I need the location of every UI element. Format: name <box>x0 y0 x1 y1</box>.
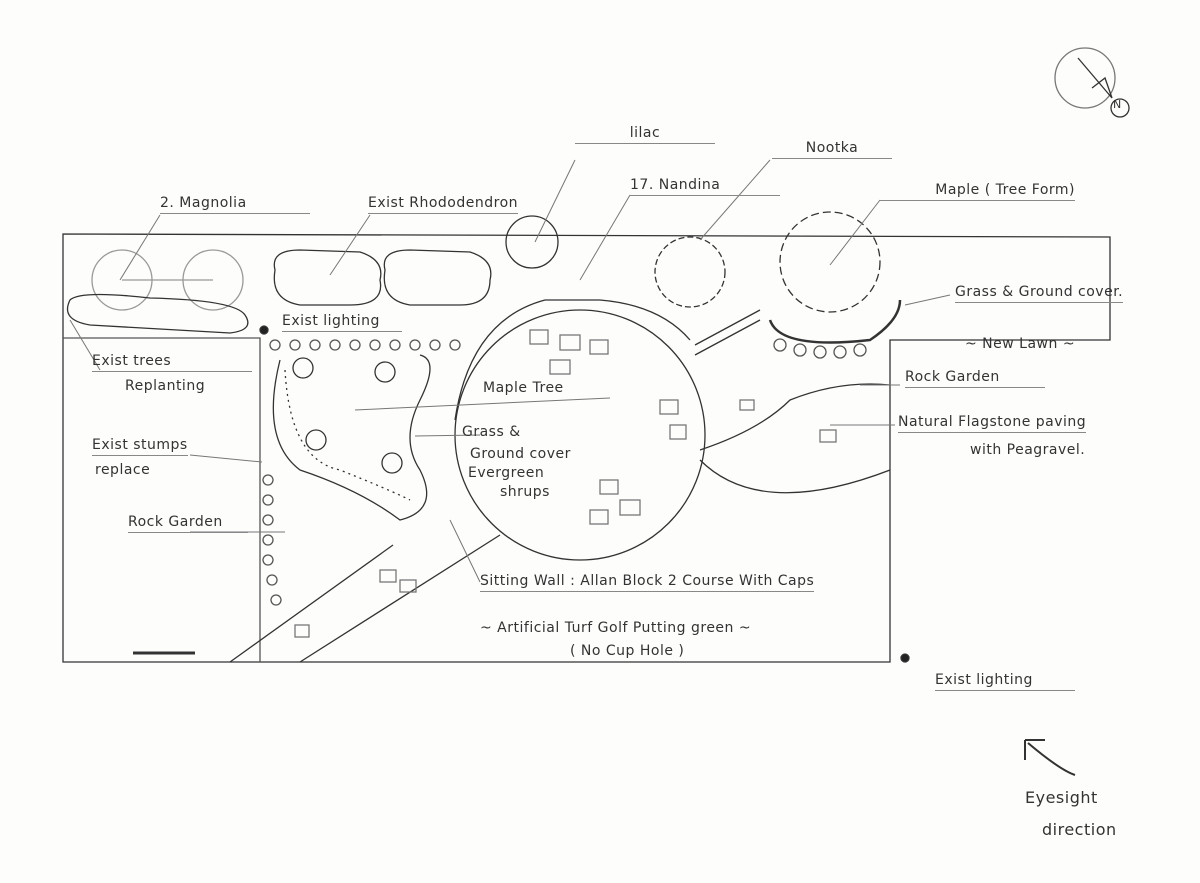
label-sitting-wall: Sitting Wall : Allan Block 2 Course With… <box>480 573 815 592</box>
label-eyesight-line1: Eyesight <box>1025 788 1098 807</box>
label-nandina: 17. Nandina <box>630 177 780 196</box>
label-turf-line2: ( No Cup Hole ) <box>570 643 685 659</box>
label-maple-tree: Maple Tree <box>483 380 564 396</box>
compass-label: N <box>1113 98 1122 111</box>
label-grass-line2: Ground cover <box>470 446 571 462</box>
label-magnolia: 2. Magnolia <box>160 195 310 214</box>
label-exist-lighting-top: Exist lighting <box>282 313 402 332</box>
label-rock-garden-right: Rock Garden <box>905 369 1045 388</box>
property-boundary <box>62 233 1111 663</box>
label-rhododendron: Exist Rhododendron <box>368 195 519 214</box>
label-new-lawn: ~ New Lawn ~ <box>965 336 1076 352</box>
label-rock-garden-left: Rock Garden <box>128 514 248 533</box>
label-maple-tree-form: Maple ( Tree Form) <box>880 182 1075 201</box>
label-turf-line1: ~ Artificial Turf Golf Putting green ~ <box>480 620 752 636</box>
label-grass-ground-cover-right: Grass & Ground cover. <box>955 284 1124 303</box>
north-arrow-icon <box>1054 47 1130 118</box>
label-grass-line1: Grass & <box>462 424 521 440</box>
light-icon <box>900 653 910 663</box>
light-icon <box>259 325 269 335</box>
label-exist-trees-line1: Exist trees <box>92 353 252 372</box>
label-flagstone-line2: with Peagravel. <box>970 442 1086 458</box>
label-stumps-line1: Exist stumps <box>92 437 188 456</box>
label-eyesight-line2: direction <box>1042 820 1117 839</box>
label-stumps-line2: replace <box>95 462 151 478</box>
eyesight-arrow-icon <box>1024 739 1076 776</box>
label-flagstone-line1: Natural Flagstone paving <box>898 414 1087 433</box>
label-evergreen-line2: shrups <box>500 484 550 500</box>
label-nootka: Nootka <box>772 140 892 159</box>
label-evergreen-line1: Evergreen <box>468 465 545 481</box>
label-lilac: lilac <box>575 125 715 144</box>
label-exist-trees-line2: Replanting <box>125 378 206 394</box>
label-exist-lighting-bottom: Exist lighting <box>935 672 1075 691</box>
